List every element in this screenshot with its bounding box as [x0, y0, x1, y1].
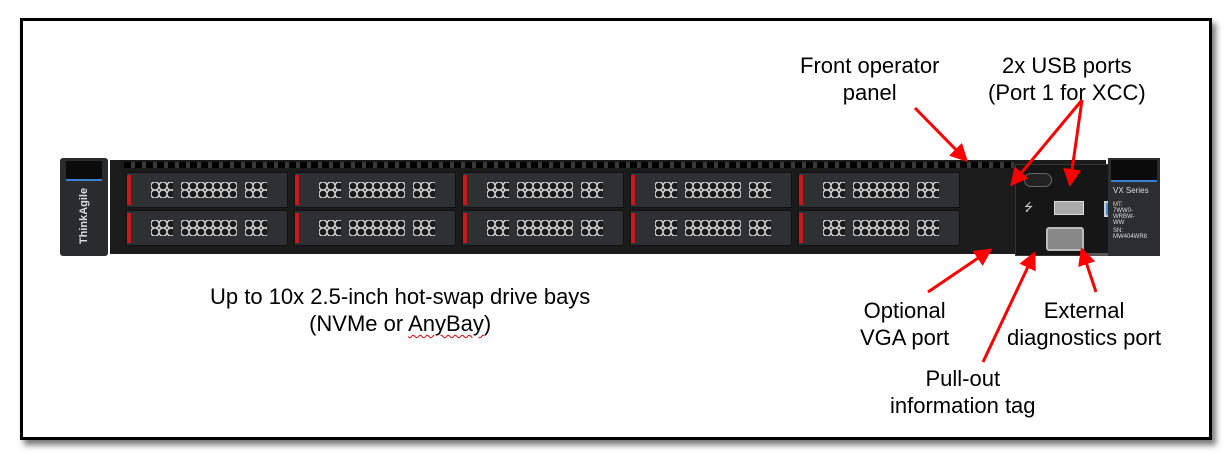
usb-icon: ⭍	[1024, 202, 1034, 214]
drive-bay	[126, 172, 288, 208]
arrow-usb-2	[1063, 99, 1084, 187]
drive-bay	[630, 210, 792, 246]
sn-label: SN: MW404WR8	[1113, 228, 1148, 240]
label-drive-bays: Up to 10x 2.5-inch hot-swap drive bays(N…	[210, 284, 591, 336]
arrow-vga	[927, 248, 993, 294]
arrow-usb-1	[1010, 99, 1084, 187]
arrow-info-tag	[981, 251, 1036, 363]
left-ear: ThinkAgile	[60, 158, 108, 256]
info-tag	[1086, 253, 1120, 256]
arrow-diagnostics	[1078, 247, 1098, 293]
label-usb-ports: 2x USB ports(Port 1 for XCC)	[988, 53, 1146, 105]
arrow-front-panel	[913, 106, 969, 163]
right-ear: VX Series MT: 7WW0-WRBW-WW SN: MW404WR8	[1108, 158, 1160, 256]
usb2-port	[1054, 201, 1084, 215]
drive-bay	[630, 172, 792, 208]
drive-bay	[126, 210, 288, 246]
mt-label: MT: 7WW0-WRBW-WW	[1113, 202, 1135, 226]
series-label: VX Series	[1113, 186, 1149, 195]
drive-bay	[462, 172, 624, 208]
drive-bay	[294, 210, 456, 246]
drive-bay	[798, 210, 960, 246]
vga-port	[1046, 227, 1084, 251]
drive-bay	[294, 172, 456, 208]
chassis: ⭍	[110, 160, 1155, 256]
drive-bay	[462, 210, 624, 246]
drive-bay	[798, 172, 960, 208]
server-front: ThinkAgile ⭍ VX Series MT: 7WW0-WRBW-WW …	[60, 158, 1160, 256]
